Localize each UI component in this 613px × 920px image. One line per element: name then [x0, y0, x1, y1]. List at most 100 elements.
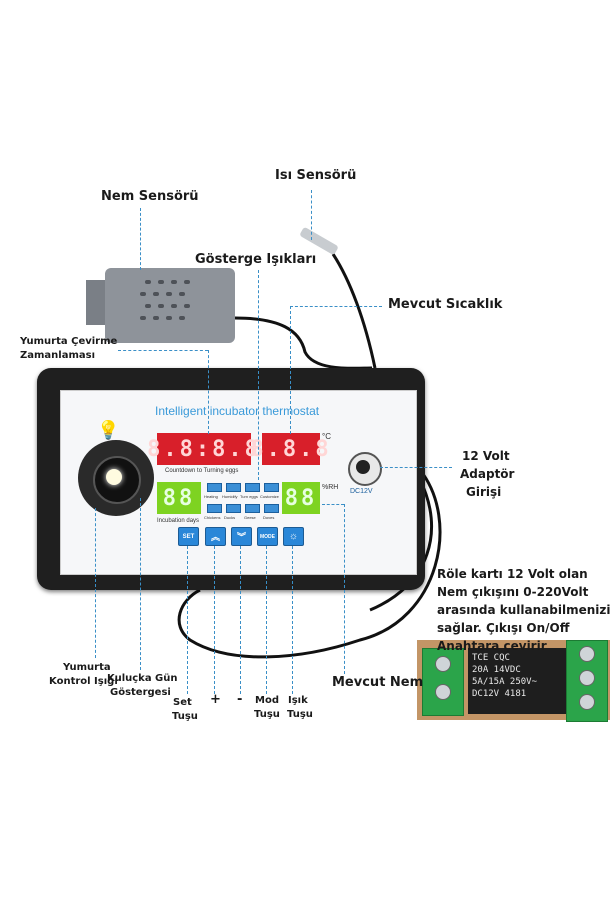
leader-isi-sensoru — [311, 190, 312, 240]
led-ducks — [226, 504, 241, 513]
label-set-2: Tuşu — [172, 711, 198, 722]
vent — [158, 304, 164, 308]
screw — [435, 656, 451, 672]
label-plus: + — [210, 692, 221, 707]
leader-kulucka — [140, 498, 141, 670]
label-role-5: Anahtara çevirir — [437, 639, 547, 653]
label-role-4: sağlar. Çıkışı On/Off — [437, 621, 570, 635]
led-chickens — [207, 504, 222, 513]
vent — [179, 292, 185, 296]
label-isi-sensoru: Isı Sensörü — [275, 168, 357, 183]
dc-label: DC12V — [350, 488, 373, 495]
led-label-heating: Heating — [204, 494, 218, 499]
label-isik-1: Işık — [288, 695, 308, 706]
label-minus: - — [237, 692, 243, 707]
leader-cevirme-v — [208, 350, 209, 434]
label-kulucka-2: Göstergesi — [110, 687, 171, 698]
label-mevcut-sicaklik: Mevcut Sıcaklık — [388, 297, 503, 312]
label-kontrol-1: Yumurta — [63, 662, 111, 673]
vent — [166, 316, 172, 320]
relay-text-2: 20A 14VDC — [472, 665, 521, 675]
vent — [153, 292, 159, 296]
vent — [184, 304, 190, 308]
leader-kontrol — [95, 508, 96, 658]
relay-text-4: DC12V 4181 — [472, 689, 527, 699]
vent — [184, 280, 190, 284]
label-role-2: Nem çıkışını 0-220Volt — [437, 585, 589, 599]
humidity-unit: %RH — [322, 484, 339, 491]
humidity-sensor — [105, 268, 235, 343]
led-doves — [264, 504, 279, 513]
label-gosterge-isiklari: Gösterge Işıkları — [195, 252, 317, 267]
leader-gosterge — [258, 270, 259, 480]
lightbulb-icon: 💡 — [97, 420, 120, 440]
light-button[interactable]: ☼ — [283, 527, 304, 546]
set-button[interactable]: SET — [178, 527, 199, 546]
led-label-ducks: Ducks — [224, 515, 236, 520]
label-cevirme-1: Yumurta Çevirme — [20, 336, 118, 347]
relay-text-1: TCE CQC — [472, 653, 510, 663]
temperature-unit: °C — [322, 432, 331, 441]
leader-minus — [240, 546, 241, 694]
device-title: Intelligent incubator thermostat — [155, 404, 320, 418]
led-customize — [264, 483, 279, 492]
label-mod-1: Mod — [255, 695, 279, 706]
vent — [140, 292, 146, 296]
vent — [140, 316, 146, 320]
vent — [158, 280, 164, 284]
led-geese — [245, 504, 260, 513]
screw — [435, 684, 451, 700]
leader-sicaklik-h — [290, 306, 382, 307]
led-label-doves: Doves — [263, 515, 275, 520]
vent — [145, 304, 151, 308]
label-cevirme-2: Zamanlaması — [20, 350, 96, 361]
up-button[interactable]: ︽ — [205, 527, 226, 546]
screw — [579, 646, 595, 662]
vent — [145, 280, 151, 284]
led-humidify — [226, 483, 241, 492]
leader-volt — [380, 467, 452, 468]
label-set-1: Set — [173, 697, 192, 708]
vent — [166, 292, 172, 296]
led-label-customize: Customize — [260, 494, 279, 499]
leader-nem-v — [344, 504, 345, 674]
humidity-display: 88 — [282, 482, 320, 514]
led-label-geese: Geese — [244, 515, 256, 520]
vent — [171, 304, 177, 308]
countdown-caption: Countdown to Turning eggs — [165, 468, 239, 474]
screw — [579, 670, 595, 686]
screw — [579, 694, 595, 710]
leader-set — [187, 546, 188, 694]
led-label-humidify: Humidify — [222, 494, 238, 499]
vent — [153, 316, 159, 320]
relay-text-3: 5A/15A 250V~ — [472, 677, 538, 687]
leader-isik — [292, 546, 293, 694]
candling-light — [106, 469, 122, 485]
relay-component: TCE CQC 20A 14VDC 5A/15A 250V~ DC12V 418… — [468, 648, 566, 714]
label-isik-2: Tuşu — [287, 709, 313, 720]
leader-mod — [266, 546, 267, 694]
leader-cevirme-h — [118, 350, 208, 351]
leader-nem-sensoru — [140, 208, 141, 270]
down-button[interactable]: ︾ — [231, 527, 252, 546]
vent — [171, 280, 177, 284]
label-role-3: arasında kullanabilmenizi — [437, 603, 611, 617]
led-heating — [207, 483, 222, 492]
leader-plus — [214, 546, 215, 694]
vent — [179, 316, 185, 320]
label-role-1: Röle kartı 12 Volt olan — [437, 567, 588, 581]
label-kulucka-1: Kuluçka Gün — [107, 673, 178, 684]
countdown-display: 8.8:8.8 — [147, 433, 258, 465]
mode-button[interactable]: MODE — [257, 527, 278, 546]
dc-jack-pin — [356, 460, 370, 474]
label-mod-2: Tuşu — [254, 709, 280, 720]
label-mevcut-nem: Mevcut Nem — [332, 675, 424, 690]
label-volt-2: Adaptör — [460, 467, 515, 481]
leader-nem-h — [322, 504, 344, 505]
label-kontrol-2: Kontrol Işığı — [49, 676, 118, 687]
label-nem-sensoru: Nem Sensörü — [101, 189, 199, 204]
led-label-chickens: Chickens — [204, 515, 221, 520]
days-caption: Incubation days — [157, 518, 200, 524]
leader-sicaklik-v — [290, 306, 291, 434]
temperature-display: 8.8.8 — [250, 433, 329, 465]
